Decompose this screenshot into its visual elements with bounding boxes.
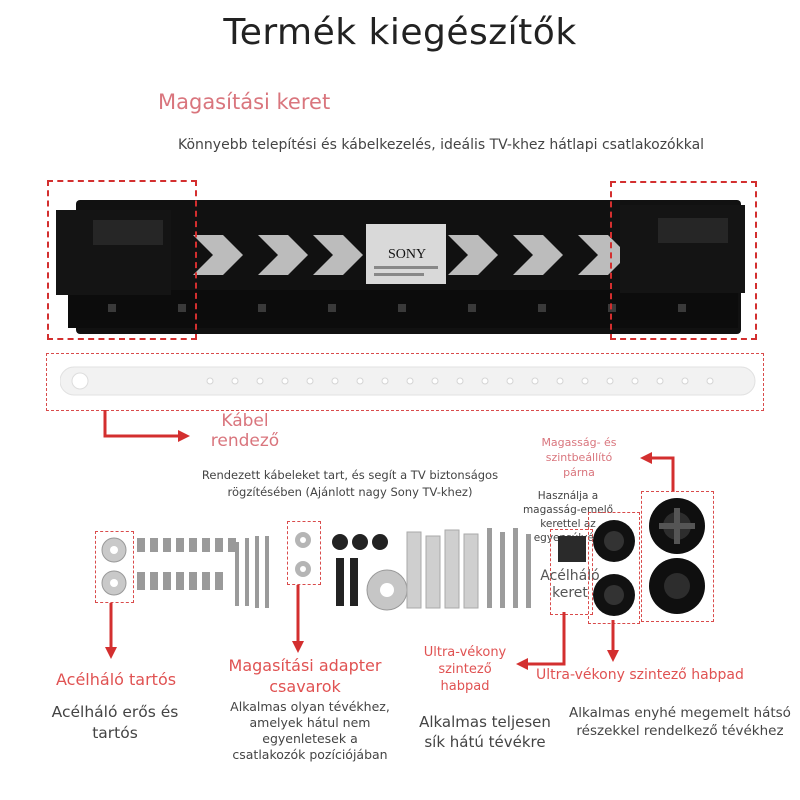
cable-strap-image (60, 362, 760, 402)
adapter-arrow-icon (292, 585, 304, 653)
adapter-highlight (287, 521, 321, 585)
washer-arrow-icon (105, 603, 117, 659)
foam-desc: Alkalmas teljesen sík hátú tévékre (419, 713, 551, 751)
cable-title: Kábel rendező (210, 411, 280, 451)
steel-frame-image (558, 536, 586, 562)
pad-title: Magasság- és szintbeállító párna (541, 436, 617, 479)
cable-description: Rendezett kábeleket tart, és segít a TV … (201, 468, 499, 499)
washer-image (101, 537, 127, 596)
frame-left-highlight (47, 180, 197, 340)
bracket-image: SONY (48, 180, 756, 340)
foam-arrow-icon (516, 612, 566, 670)
adapter-screws-desc: Alkalmas olyan tévékhez, amelyek hátul n… (230, 699, 390, 762)
pad-arrow-icon (640, 452, 675, 492)
cable-highlight (46, 353, 764, 411)
adapter-screws-label: Magasítási adapter csavarok (228, 656, 382, 696)
adapter-nut-image (295, 532, 311, 577)
anchors-image (332, 528, 531, 611)
frame-right-highlight (610, 181, 757, 340)
pad-bottom-desc: Alkalmas enyhé megemelt hátsó részekkel … (569, 705, 791, 739)
thin-pad-image (593, 520, 635, 616)
bracket-brand: SONY (388, 247, 426, 262)
frame-title: Magasítási keret (158, 90, 331, 114)
steel-frame-label: Acélháló keret (540, 568, 600, 601)
steel-frame-highlight (550, 529, 593, 615)
washer-highlight (95, 531, 134, 603)
page-title: Termék kiegészítők (223, 12, 577, 53)
pad-down-arrow-icon (607, 620, 619, 662)
foam-label: Ultra-vékony szintező habpad (423, 645, 507, 694)
level-pad-highlight (641, 491, 714, 622)
pad-bottom-label: Ultra-vékony szintező habpad (536, 667, 744, 683)
frame-description: Könnyebb telepítési és kábelkezelés, ide… (178, 137, 705, 153)
steel-mesh-label: Acélháló tartós (56, 670, 177, 689)
screws-image (137, 536, 269, 608)
cable-arrow-icon (103, 410, 190, 442)
level-pad-image (649, 498, 705, 614)
steel-mesh-desc: Acélháló erős és tartós (51, 703, 179, 742)
